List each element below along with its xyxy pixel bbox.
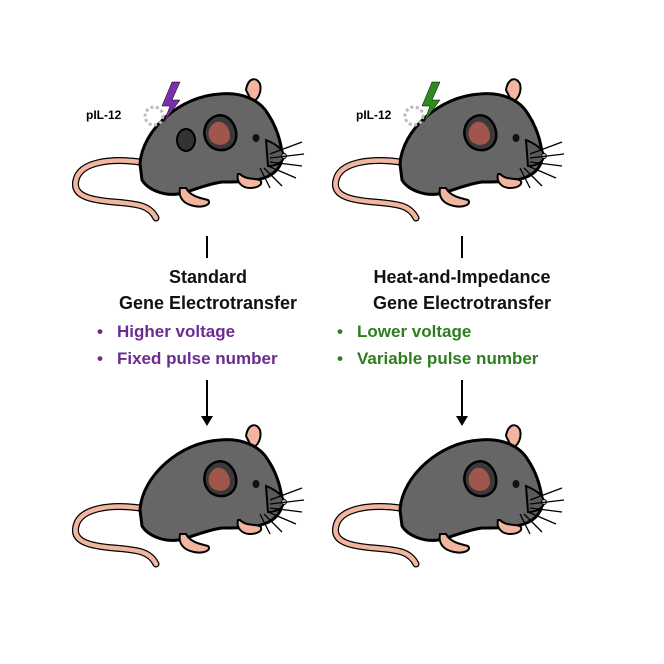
mouse-icon — [70, 70, 310, 230]
right-bullet-list: • Lower voltage • Variable pulse number — [337, 318, 538, 372]
lightning-bolt-icon — [161, 81, 181, 123]
left-down-arrow — [201, 380, 213, 426]
left-treated-mouse: pIL-12 — [70, 70, 310, 230]
right-method-title: Heat-and-Impedance Gene Electrotransfer — [344, 264, 580, 316]
left-result-mouse — [70, 416, 310, 576]
list-item: • Higher voltage — [97, 318, 278, 345]
plasmid-label: pIL-12 — [86, 108, 122, 122]
right-title-line1: Heat-and-Impedance — [373, 267, 551, 287]
left-title-line1: Standard — [168, 267, 247, 287]
bullet-icon: • — [97, 322, 103, 341]
right-connector-line — [461, 236, 463, 258]
lightning-bolt-icon — [421, 81, 441, 123]
list-item: • Variable pulse number — [337, 345, 538, 372]
bullet-icon: • — [337, 322, 343, 341]
bullet-icon: • — [337, 349, 343, 368]
bullet-text: Fixed pulse number — [117, 349, 278, 368]
bullet-text: Higher voltage — [117, 322, 236, 341]
injection-site-icon — [176, 128, 196, 152]
plasmid-label: pIL-12 — [356, 108, 392, 122]
list-item: • Lower voltage — [337, 318, 538, 345]
bullet-icon: • — [97, 349, 103, 368]
right-title-line2: Gene Electrotransfer — [372, 293, 552, 313]
bullet-text: Lower voltage — [357, 322, 472, 341]
left-method-title: Standard Gene Electrotransfer — [95, 264, 321, 316]
left-title-line2: Gene Electrotransfer — [118, 293, 298, 313]
left-bullet-list: • Higher voltage • Fixed pulse number — [97, 318, 278, 372]
list-item: • Fixed pulse number — [97, 345, 278, 372]
right-result-mouse — [330, 416, 570, 576]
mouse-icon — [330, 416, 570, 576]
right-down-arrow — [456, 380, 468, 426]
bullet-text: Variable pulse number — [357, 349, 539, 368]
right-treated-mouse: pIL-12 — [330, 70, 570, 230]
mouse-icon — [70, 416, 310, 576]
left-connector-line — [206, 236, 208, 258]
